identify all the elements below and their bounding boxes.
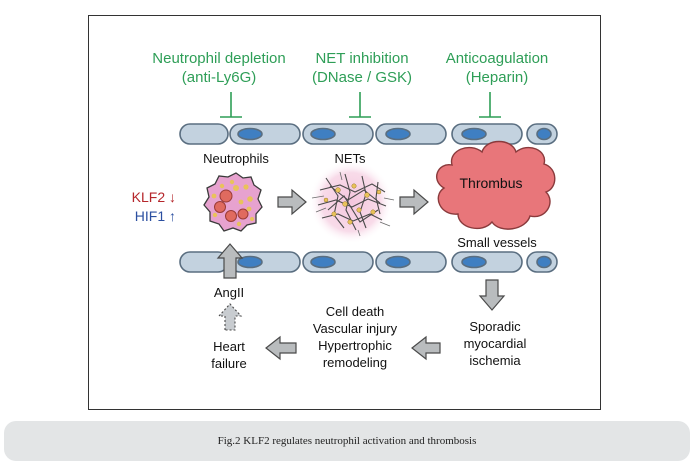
damage-line-1: Cell death (326, 304, 385, 319)
arrow-ischemia-left (411, 335, 441, 361)
damage-line-2: Vascular injury (313, 321, 398, 336)
heart-failure-line-1: Heart (213, 339, 245, 354)
vessel-wall-bottom (179, 251, 558, 273)
nets-cluster-icon (309, 160, 395, 244)
ischemia-line-1: Sporadic (469, 319, 521, 334)
ischemia-line-3: ischemia (469, 353, 521, 368)
thrombus-label: Thrombus (459, 175, 522, 191)
figure-caption: Fig.2 KLF2 regulates neutrophil activati… (4, 421, 690, 461)
neutrophils-label: Neutrophils (203, 151, 269, 166)
arrow-angii-dashed (217, 303, 243, 331)
inhibitor-title-net-inhibition: NET inhibition (315, 50, 408, 67)
heart-failure-line-2: failure (211, 356, 246, 371)
hif1-label: HIF1 ↑ (135, 208, 176, 224)
neutrophil-cell-icon (203, 172, 263, 232)
arrow-nets-to-thrombus (399, 188, 429, 216)
inhibitor-detail-heparin: (Heparin) (466, 69, 529, 86)
inhibitor-title-neutrophil-depletion: Neutrophil depletion (152, 50, 285, 67)
damage-line-3: Hypertrophic (318, 338, 392, 353)
inhibition-bar-anticoagulation (479, 92, 501, 118)
arrow-damage-left (265, 335, 297, 361)
ischemia-line-2: myocardial (464, 336, 527, 351)
inhibitor-detail-anti-ly6g: (anti-Ly6G) (182, 69, 256, 86)
arrow-vessels-down (478, 279, 506, 311)
thrombus-icon: Thrombus (435, 140, 556, 230)
arrow-angii-up (216, 243, 244, 279)
angii-label: AngII (214, 285, 244, 300)
vessel-wall-top (179, 123, 558, 145)
inhibition-bar-net (349, 92, 371, 118)
inhibitor-title-anticoagulation: Anticoagulation (446, 50, 549, 67)
arrow-neutrophil-to-nets (277, 188, 307, 216)
klf2-label: KLF2 ↓ (132, 189, 176, 205)
inhibitor-detail-dnase-gsk: (DNase / GSK) (312, 69, 412, 86)
small-vessels-label: Small vessels (457, 235, 537, 250)
damage-line-4: remodeling (323, 355, 387, 370)
inhibition-bar-neutrophil (220, 92, 242, 118)
